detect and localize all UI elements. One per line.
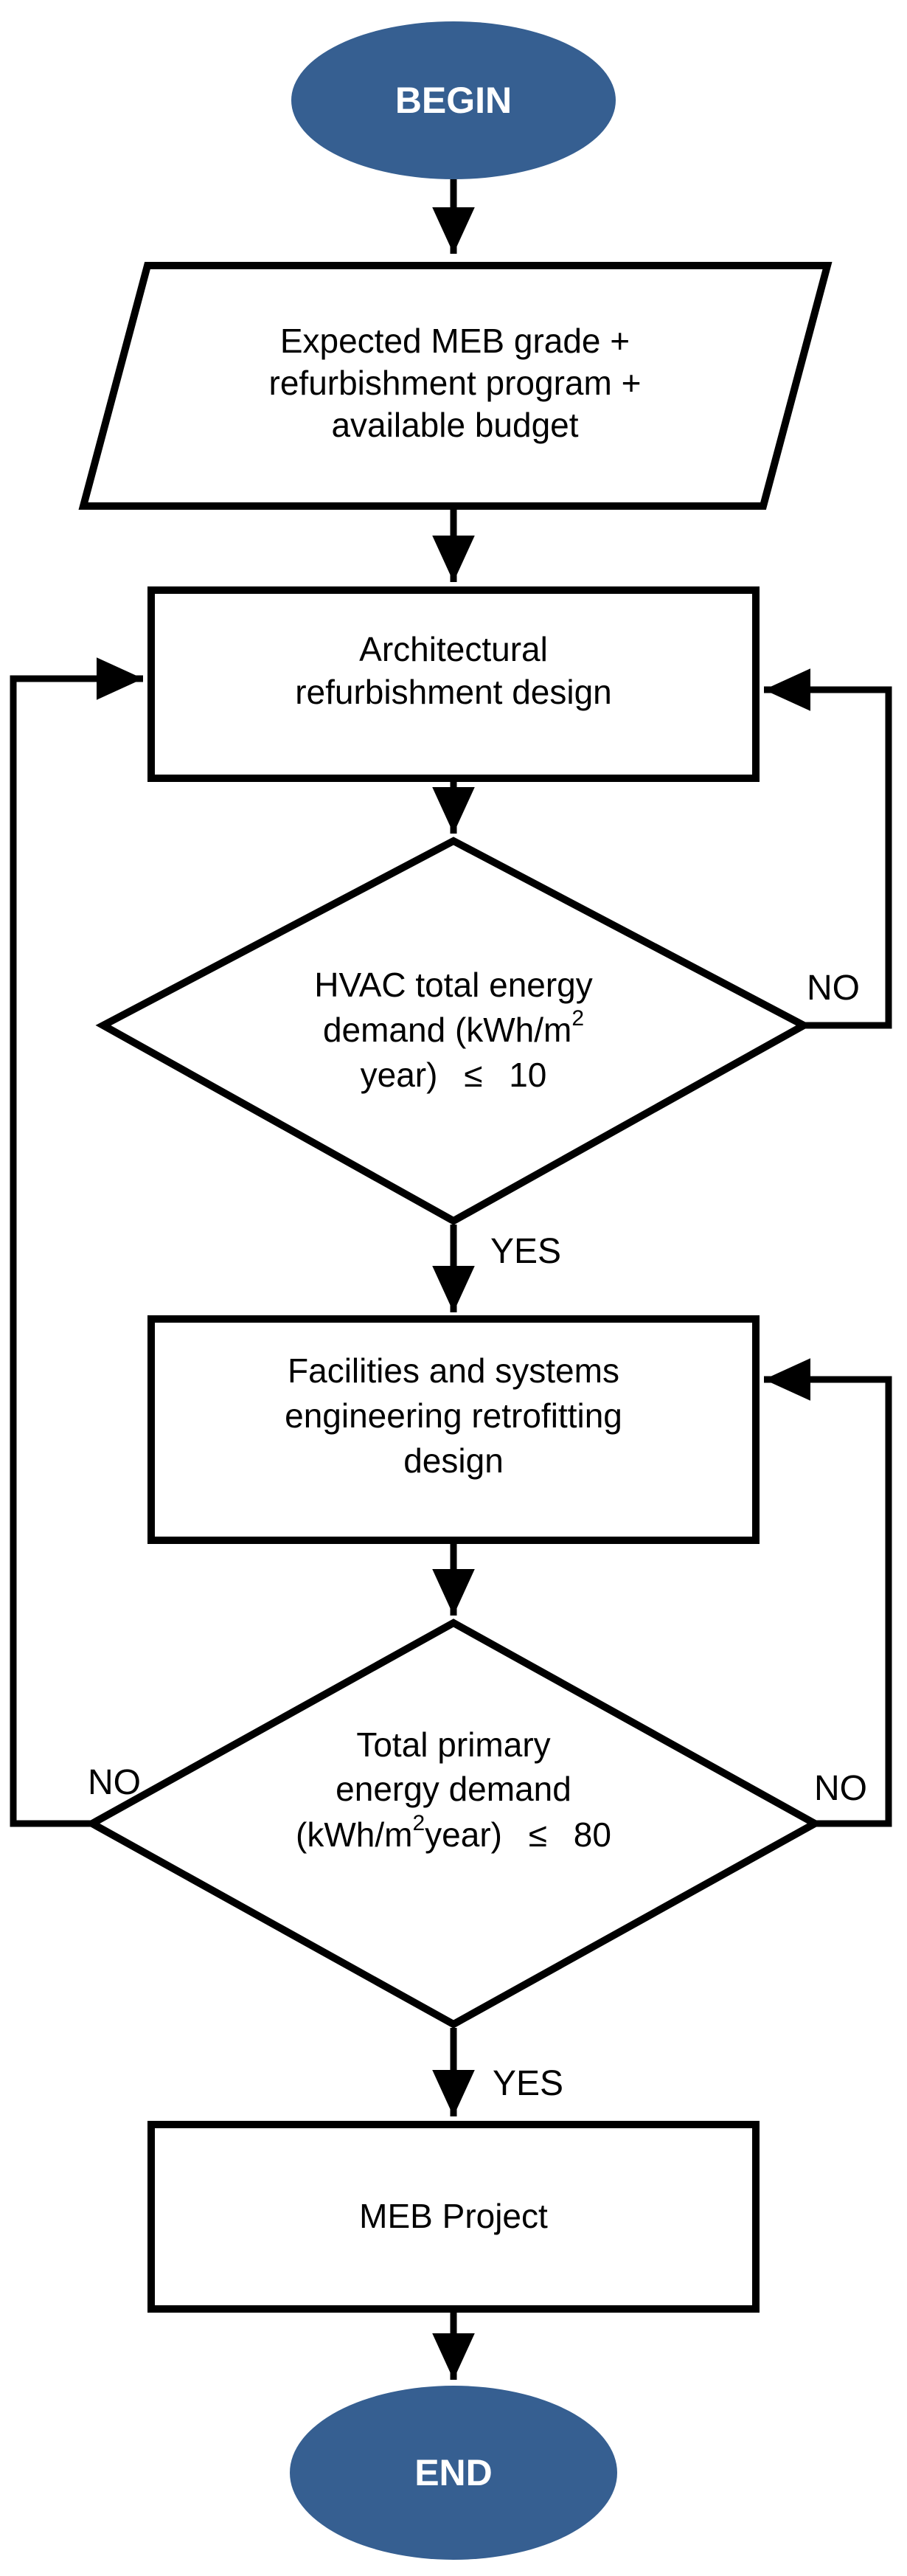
input-label-line3: available budget: [331, 406, 578, 444]
architectural-label-line2: refurbishment design: [295, 673, 612, 711]
hvac-label-line1: HVAC total energy: [314, 966, 593, 1004]
input-label-line1: Expected MEB grade +: [280, 322, 630, 360]
begin-label: BEGIN: [395, 80, 512, 121]
process-meb-project-rect: [147, 2121, 760, 2313]
end-terminator: [290, 2386, 617, 2560]
end-label: END: [414, 2452, 493, 2493]
begin-terminator: [291, 21, 616, 179]
facilities-label-line2: engineering retrofitting: [285, 1396, 622, 1435]
hvac-label-line2-main: demand (kWh/m: [323, 1011, 571, 1049]
hvac-label-line2-superscript: 2: [571, 1006, 584, 1031]
primary-label-line3-tail: year) ≤ 80: [425, 1815, 611, 1854]
process-facilities-rect: [147, 1315, 760, 1544]
primary-label-line1: Total primary: [356, 1725, 550, 1764]
primary-label-line3: (kWh/m2year) ≤ 80: [296, 1811, 611, 1854]
meb-project-label: MEB Project: [359, 2197, 548, 2235]
label-primary-yes: YES: [493, 2064, 563, 2103]
label-primary-no-right: NO: [814, 1769, 867, 1808]
architectural-label-line1: Architectural: [359, 630, 548, 668]
decision-primary-energy-diamond: [84, 1618, 823, 2029]
process-architectural-rect: [147, 586, 760, 782]
primary-label-line3-superscript: 2: [412, 1811, 425, 1835]
edge-hvac-no-feedback: [764, 668, 892, 1029]
hvac-label-line2: demand (kWh/m2: [323, 1006, 584, 1049]
facilities-label-line3: design: [403, 1441, 504, 1480]
primary-label-line2: energy demand: [336, 1770, 571, 1808]
decision-hvac-diamond: [95, 837, 812, 1225]
label-primary-no-left: NO: [88, 1763, 141, 1802]
facilities-label-line1: Facilities and systems: [288, 1351, 619, 1390]
edge-primary-no-left-feedback: [10, 657, 143, 1827]
label-hvac-no: NO: [807, 969, 860, 1008]
hvac-label-line3: year) ≤ 10: [361, 1056, 547, 1094]
input-parallelogram: [78, 262, 833, 510]
input-label-line2: refurbishment program +: [269, 364, 642, 402]
edge-primary-no-right-feedback: [764, 1358, 892, 1827]
primary-label-line3-main: (kWh/m: [296, 1815, 412, 1854]
label-hvac-yes: YES: [490, 1232, 561, 1271]
